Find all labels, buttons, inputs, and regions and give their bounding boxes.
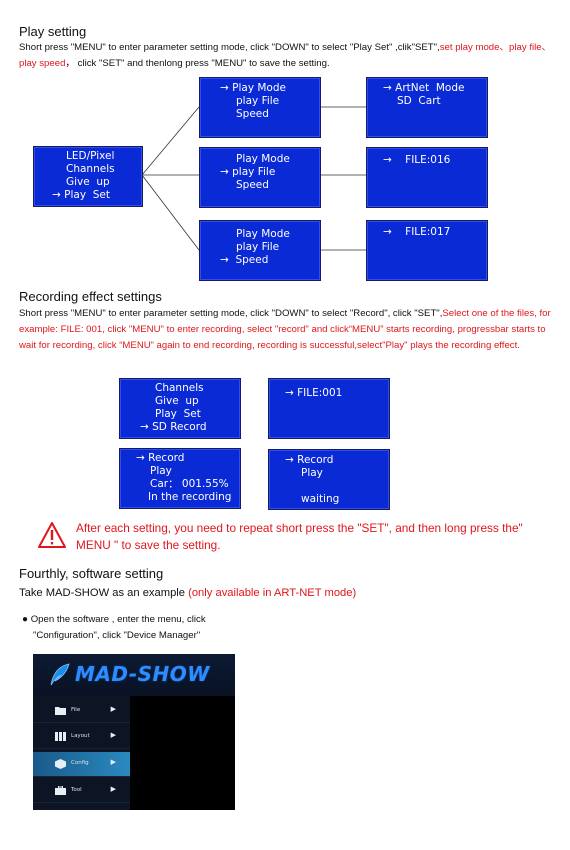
lcd-line: Play [301, 467, 323, 479]
lcd-line: Channels [155, 382, 204, 394]
bullet-dot-icon: ● [22, 614, 29, 625]
lcd-line: → FILE:016 [383, 154, 451, 166]
lcd-record-menu: Channels Give up Play Set → SD Record [119, 378, 241, 439]
folder-icon [55, 707, 66, 715]
play-setting-description: Short press "MENU" to enter parameter se… [19, 42, 552, 69]
mad-show-header: MAD-SHOW [33, 654, 235, 696]
feather-logo-icon [50, 663, 70, 686]
mad-show-window: MAD-SHOW File ▶ Layout ▶ Config ▶ Tool ▶ [33, 654, 235, 810]
lcd-line: SD Cart [397, 95, 441, 107]
warning-icon [38, 522, 66, 548]
arrow-right-icon: ▶ [110, 786, 116, 793]
lcd-line: Speed [236, 179, 269, 191]
toolbox-icon [55, 786, 66, 795]
lcd-line: → Speed [220, 254, 269, 266]
lcd-record-waiting: → Record Play waiting [268, 449, 390, 510]
lcd-line: Channels [66, 163, 115, 175]
warning-text: After each setting, you need to repeat s… [76, 521, 523, 552]
menu-item-tool[interactable]: Tool ▶ [33, 780, 130, 803]
layout-icon [55, 732, 66, 741]
lcd-line: In the recording [148, 491, 232, 503]
lcd-line: → ArtNet Mode [383, 82, 465, 94]
cube-icon [55, 759, 66, 769]
lcd-line: → SD Record [140, 421, 207, 433]
lcd-line: → Record [136, 452, 185, 464]
lcd-line: Play [150, 465, 172, 477]
app-logo: MAD-SHOW [75, 662, 210, 686]
lcd-file-result: → FILE:016 [366, 147, 488, 208]
lcd-line: waiting [301, 493, 340, 505]
lcd-speed-result: → FILE:017 [366, 220, 488, 281]
lcd-line: Give up [155, 395, 199, 407]
lcd-line: → Play Mode [220, 82, 286, 94]
arrow-right-icon: ▶ [110, 759, 116, 766]
lcd-record-progress: → Record Play Car： 001.55% In the record… [119, 448, 241, 509]
lcd-line: Play Mode [236, 228, 290, 240]
lcd-line: Car： 001.55% [150, 478, 229, 490]
menu-item-file[interactable]: File ▶ [33, 700, 130, 723]
lcd-play-mode-menu: → Play Mode play File Speed [199, 77, 321, 138]
bullet-item: ● Open the software , enter the menu, cl… [22, 614, 206, 641]
lcd-line: Play Mode [236, 153, 290, 165]
recording-title: Recording effect settings [19, 289, 162, 304]
menu-item-layout[interactable]: Layout ▶ [33, 726, 130, 749]
lcd-line: Speed [236, 108, 269, 120]
software-setting-title: Fourthly, software setting [19, 566, 164, 581]
main-canvas [130, 696, 235, 810]
lcd-line: play File [236, 95, 280, 107]
arrow-right-icon: ▶ [110, 732, 116, 739]
lcd-mode-result: → ArtNet Mode SD Cart [366, 77, 488, 138]
lcd-line: → FILE:001 [285, 387, 343, 399]
lcd-line: → FILE:017 [383, 226, 451, 238]
lcd-line: LED/Pixel [66, 150, 115, 162]
recording-description: Short press "MENU" to enter parameter se… [19, 308, 551, 351]
lcd-line: → play File [220, 166, 276, 178]
lcd-line: → Play Set [52, 189, 110, 201]
menu-connector-lines [141, 106, 366, 251]
arrow-right-icon: ▶ [110, 706, 116, 713]
software-intro: Take MAD-SHOW as an example (only availa… [19, 587, 357, 599]
menu-item-config[interactable]: Config ▶ [33, 752, 130, 777]
lcd-record-file: → FILE:001 [268, 378, 390, 439]
lcd-speed-menu: Play Mode play File → Speed [199, 220, 321, 281]
lcd-line: Give up [66, 176, 110, 188]
lcd-play-file-menu: Play Mode → play File Speed [199, 147, 321, 208]
lcd-line: → Record [285, 454, 334, 466]
play-setting-title: Play setting [19, 24, 87, 39]
lcd-line: Play Set [155, 408, 201, 420]
lcd-main-menu: LED/Pixel Channels Give up → Play Set [33, 146, 143, 207]
side-menu: File ▶ Layout ▶ Config ▶ Tool ▶ [33, 696, 130, 810]
lcd-line: play File [236, 241, 280, 253]
